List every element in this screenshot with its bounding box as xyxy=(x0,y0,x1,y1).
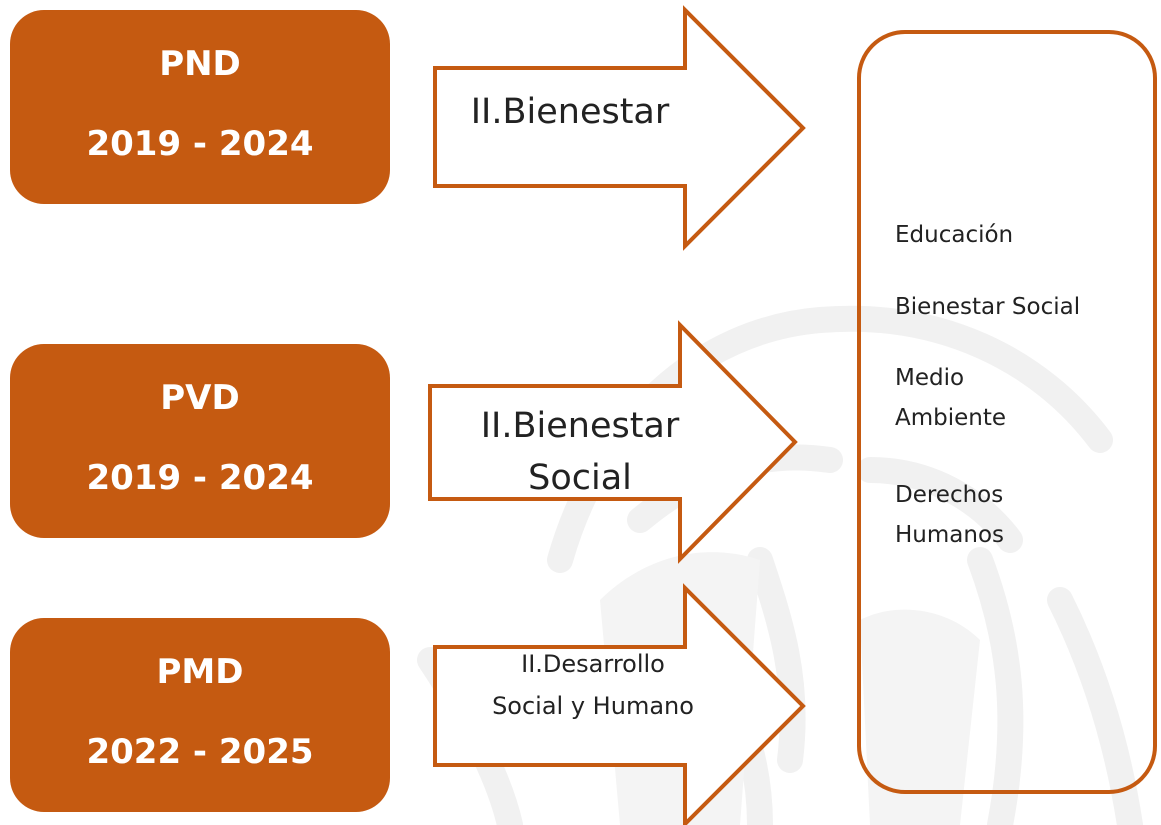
plan-box-pmd: PMD 2022 - 2025 xyxy=(10,618,390,812)
target-item-educacion: Educación xyxy=(895,215,1155,255)
target-item-medio-ambiente: Medio Ambiente xyxy=(895,358,1095,438)
target-item-line: Humanos xyxy=(895,522,1005,548)
arrow-shape-1 xyxy=(433,5,806,251)
target-item-line: Derechos xyxy=(895,482,1004,508)
target-outline-box xyxy=(857,30,1157,794)
arrow-label-line: II.Bienestar xyxy=(470,92,670,132)
arrow-label-line: II.Desarrollo xyxy=(521,650,665,678)
arrow-label-1: II.Bienestar xyxy=(445,90,695,134)
plan-acronym: PND xyxy=(159,44,241,84)
target-item-line: Medio xyxy=(895,365,965,391)
plan-box-pvd: PVD 2019 - 2024 xyxy=(10,344,390,538)
arrow-label-line: Social y Humano xyxy=(492,692,694,720)
arrow-label-3: II.Desarrollo Social y Humano xyxy=(443,643,743,727)
target-item-line: Ambiente xyxy=(895,405,1007,431)
arrow-label-line: Social xyxy=(528,458,632,498)
target-item-bienestar-social: Bienestar Social xyxy=(895,287,1155,327)
target-item-derechos-humanos: Derechos Humanos xyxy=(895,475,1095,555)
arrow-shape-2 xyxy=(428,320,798,564)
plan-period: 2019 - 2024 xyxy=(86,124,314,164)
plan-box-pnd: PND 2019 - 2024 xyxy=(10,10,390,204)
arrow-label-line: II.Bienestar xyxy=(480,406,680,446)
arrow-shape-3 xyxy=(433,583,806,825)
plan-period: 2019 - 2024 xyxy=(86,458,314,498)
plan-period: 2022 - 2025 xyxy=(86,732,314,772)
target-item-line: Educación xyxy=(895,222,1014,248)
arrow-label-2: II.Bienestar Social xyxy=(440,400,720,504)
plan-acronym: PMD xyxy=(156,652,244,692)
plan-acronym: PVD xyxy=(160,378,240,418)
target-item-line: Bienestar Social xyxy=(895,294,1081,320)
